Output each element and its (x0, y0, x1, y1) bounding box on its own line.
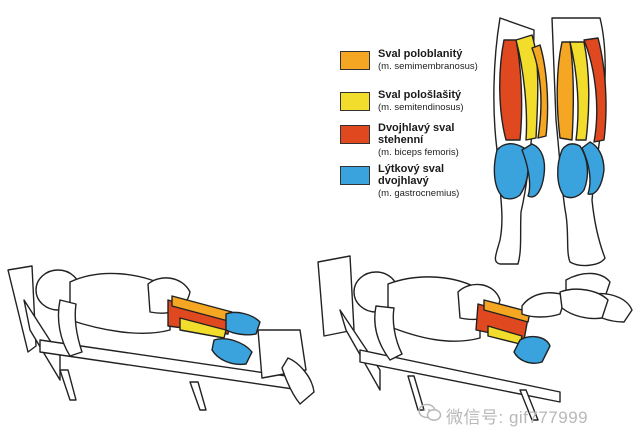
legend-item-semitendinosus: Sval pološlašitý (m. semitendinosus) (340, 89, 500, 122)
legend-item-semimembranosus: Sval poloblanitý (m. semimembranosus) (340, 48, 500, 89)
semimembranosus-left (531, 44, 549, 139)
legs-back-view (493, 17, 607, 267)
watermark-text: 微信号: gif777999 (446, 408, 589, 427)
legend-label: Sval pološlašitý (378, 89, 462, 101)
semitendinosus-right (569, 41, 590, 141)
legend-latin-label: (m. biceps femoris) (378, 147, 459, 158)
legend-item-biceps-femoris: Dvojhlavý sval stehenní (m. biceps femor… (340, 122, 500, 163)
legend-label: Sval poloblanitý (378, 48, 463, 60)
legend-label: Dvojhlavý sval stehenní (378, 122, 455, 146)
legend-swatch-orange (340, 51, 370, 70)
watermark: 微信号: gif777999 (418, 402, 628, 427)
legend-item-gastrocnemius: Lýtkový sval dvojhlavý (m. gastrocnemius… (340, 163, 500, 204)
legend-swatch-yellow (340, 92, 370, 111)
biceps-femoris-left (499, 39, 523, 141)
figure-curl-position (317, 255, 633, 421)
gastrocnemius-right (557, 143, 589, 199)
legend-latin-label: (m. semimembranosus) (378, 61, 478, 72)
legend-label: Lýtkový sval dvojhlavý (378, 163, 445, 187)
legend-swatch-blue (340, 166, 370, 185)
legend-swatch-red (340, 125, 370, 144)
legend-latin-label: (m. semitendinosus) (378, 102, 464, 113)
muscle-legend: Sval poloblanitý (m. semimembranosus) Sv… (340, 48, 500, 204)
wechat-icon (418, 403, 442, 421)
figure-start-position (7, 265, 315, 411)
semimembranosus-right (556, 41, 575, 141)
legend-latin-label: (m. gastrocnemius) (378, 188, 460, 199)
gastrocnemius-left (493, 143, 529, 200)
biceps-femoris-right (583, 37, 607, 143)
